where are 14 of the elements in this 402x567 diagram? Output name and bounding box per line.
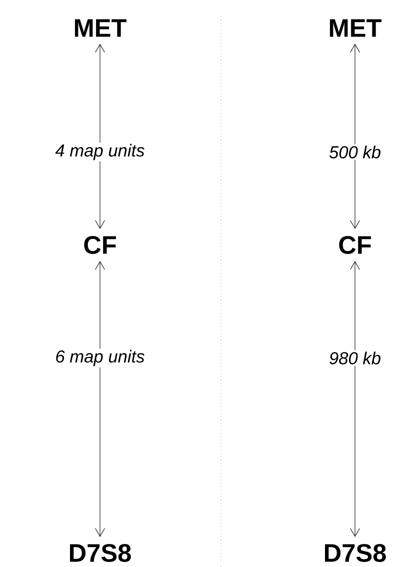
double-arrow bbox=[95, 260, 105, 538]
marker-label: D7S8 bbox=[325, 544, 386, 562]
marker-label: MET bbox=[330, 19, 382, 37]
edge-label: 4 map units bbox=[54, 142, 146, 162]
marker-label: D7S8 bbox=[70, 544, 131, 562]
double-arrow bbox=[350, 260, 360, 538]
marker-label: CF bbox=[84, 236, 116, 254]
marker-label: CF bbox=[339, 236, 371, 254]
double-arrow bbox=[350, 44, 360, 230]
double-arrow bbox=[95, 44, 105, 230]
edge-label: 6 map units bbox=[54, 348, 146, 368]
edge-label: 500 kb bbox=[328, 144, 382, 160]
marker-label: MET bbox=[74, 19, 126, 37]
edge-label: 980 kb bbox=[328, 350, 382, 366]
